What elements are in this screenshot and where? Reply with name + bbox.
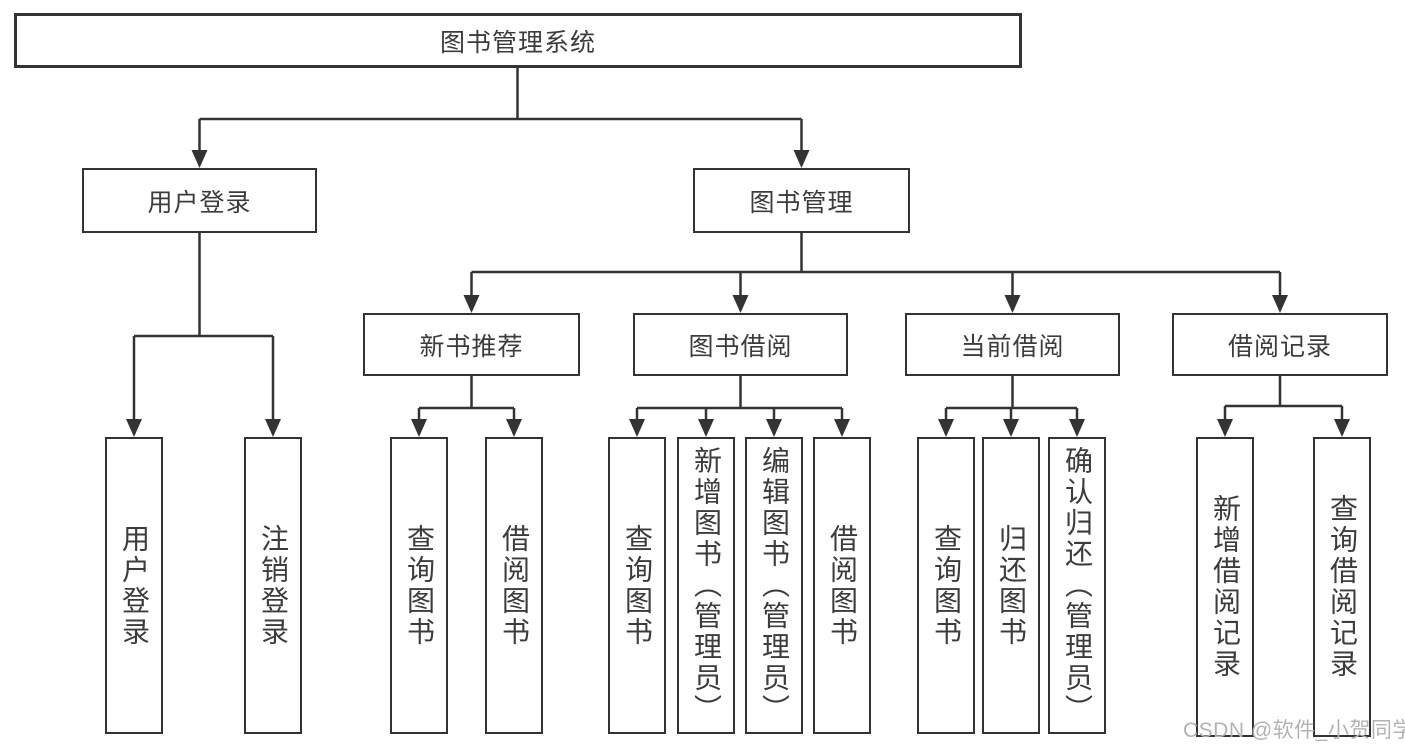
- leaf-query-books-current: 查询图书: [917, 437, 975, 734]
- node-current-borrowing: 当前借阅: [905, 313, 1120, 376]
- node-book-management-system: 图书管理系统: [14, 13, 1022, 68]
- leaf-borrow-books-borrow-label: 借阅图书: [827, 523, 858, 648]
- csdn-watermark: CSDN @软件_小贺同学: [1183, 719, 1405, 742]
- leaf-query-books-recommend-label: 查询图书: [404, 523, 435, 648]
- leaf-query-borrow-record: 查询借阅记录: [1313, 437, 1371, 737]
- leaf-query-books-current-label: 查询图书: [931, 523, 962, 648]
- leaf-query-books-borrow: 查询图书: [608, 437, 666, 734]
- leaf-query-books-recommend: 查询图书: [390, 437, 448, 734]
- leaf-edit-book-admin-label: 编辑图书（管理员）: [759, 446, 790, 725]
- leaf-query-borrow-record-label: 查询借阅记录: [1327, 494, 1358, 680]
- leaf-return-book-label: 归还图书: [996, 523, 1027, 648]
- node-book-management: 图书管理: [693, 168, 910, 233]
- leaf-edit-book-admin: 编辑图书（管理员）: [745, 437, 803, 734]
- leaf-user-login: 用户登录: [105, 437, 163, 734]
- leaf-confirm-return-admin: 确认归还（管理员）: [1048, 437, 1106, 734]
- leaf-add-borrow-record-label: 新增借阅记录: [1210, 494, 1241, 680]
- connector-paths: [132, 68, 1344, 421]
- leaf-user-login-label: 用户登录: [119, 523, 150, 648]
- leaf-logout-label: 注销登录: [258, 523, 289, 648]
- leaf-borrow-books-recommend: 借阅图书: [485, 437, 543, 734]
- leaf-add-borrow-record: 新增借阅记录: [1196, 437, 1254, 737]
- leaf-add-book-admin: 新增图书（管理员）: [677, 437, 735, 734]
- node-book-borrowing: 图书借阅: [633, 313, 848, 376]
- node-user-login: 用户登录: [82, 168, 317, 233]
- leaf-borrow-books-recommend-label: 借阅图书: [499, 523, 530, 648]
- leaf-query-books-borrow-label: 查询图书: [622, 523, 653, 648]
- leaf-borrow-books-borrow: 借阅图书: [813, 437, 871, 734]
- leaf-add-book-admin-label: 新增图书（管理员）: [691, 446, 722, 725]
- leaf-logout: 注销登录: [244, 437, 302, 734]
- leaf-return-book: 归还图书: [982, 437, 1040, 734]
- node-new-book-recommend: 新书推荐: [363, 313, 580, 376]
- arrowheads: [126, 150, 1350, 437]
- leaf-confirm-return-admin-label: 确认归还（管理员）: [1062, 446, 1093, 725]
- node-borrowing-records: 借阅记录: [1172, 313, 1388, 376]
